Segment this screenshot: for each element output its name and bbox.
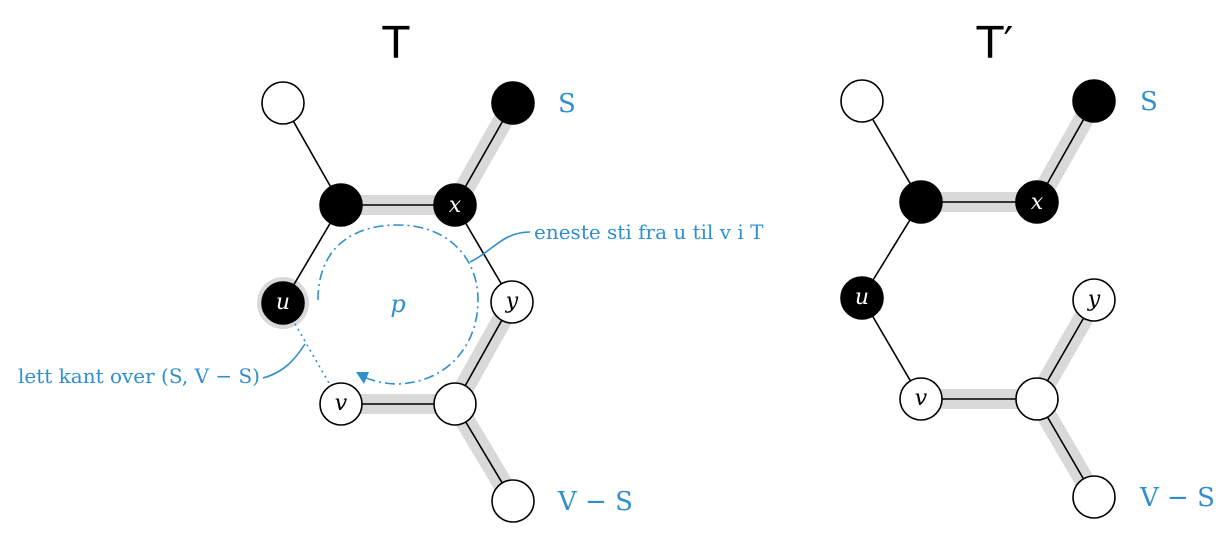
set-s-label: S [558,89,576,119]
tree-T-nodes [261,81,535,523]
node-u [261,281,305,325]
node-y [490,280,534,324]
node-v [319,382,363,426]
node-bottom-junction-prime [1015,377,1059,421]
tree-T: T p [18,18,764,523]
path-p-arrowhead [356,372,369,384]
node-x-prime [1015,180,1059,224]
node-x-label: x [449,193,462,218]
node-y-label: y [505,289,519,314]
node-s-leaf-prime [1072,79,1116,123]
node-u-prime [840,276,884,320]
annotation-unique-path: eneste sti fra u til v i T [534,220,764,244]
node-s-leaf [491,81,535,125]
annotation-edge-leader [262,343,306,379]
tree-T-prime-highlight-halos [911,91,1104,507]
node-v-label: v [335,391,348,416]
node-v-prime-label: v [915,386,928,411]
set-s-label-prime: S [1140,87,1158,117]
annotation-light-edge: lett kant over (S, V − S) [18,364,260,388]
node-junction [319,183,363,227]
annotation-path-leader [469,231,531,263]
node-u-prime-label: u [855,285,869,310]
node-top-left-prime [840,79,884,123]
node-y-prime [1072,278,1116,322]
set-v-minus-s-label: V − S [557,487,633,517]
node-x-prime-label: x [1031,190,1044,215]
tree-T-title: T [382,18,410,69]
node-u-label: u [276,290,290,315]
tree-T-prime-title: T′ [976,18,1014,69]
node-vs-leaf-prime [1072,475,1116,519]
node-top-left [261,81,305,125]
tree-T-prime-nodes [840,79,1116,519]
node-x [433,183,477,227]
node-y-prime-label: y [1087,287,1101,312]
node-v-prime [899,377,943,421]
node-junction-prime [899,180,943,224]
path-p-label: p [390,290,405,318]
tree-T-prime: T′ [840,18,1215,519]
node-vs-leaf [491,479,535,523]
set-v-minus-s-label-prime: V − S [1139,483,1215,513]
node-bottom-junction [433,382,477,426]
